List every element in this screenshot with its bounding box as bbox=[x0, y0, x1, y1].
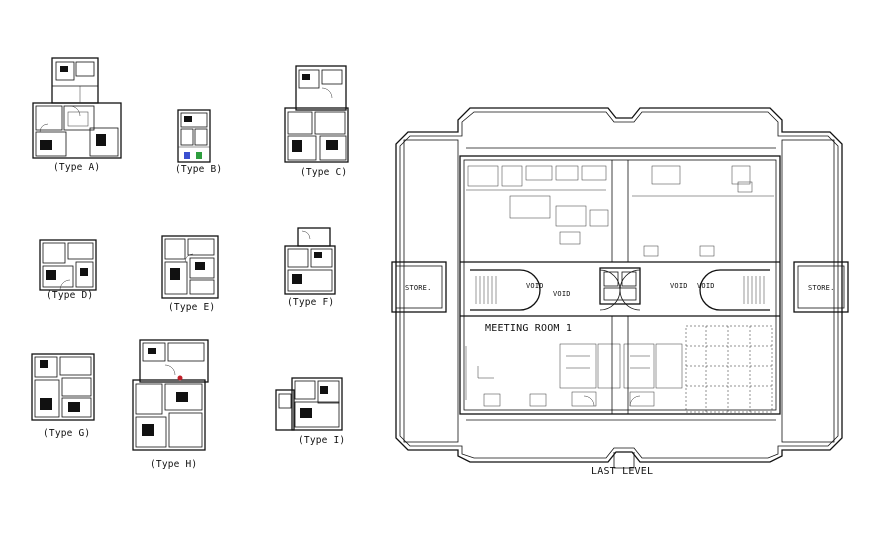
last-level-floor-plan bbox=[391, 107, 849, 469]
unit-plan-type-g bbox=[31, 353, 95, 421]
unit-plan-type-i bbox=[275, 377, 343, 431]
void-label-3: VOID bbox=[670, 282, 688, 290]
meeting-room-label: MEETING ROOM 1 bbox=[485, 323, 573, 334]
unit-plan-type-a bbox=[32, 57, 122, 159]
unit-plan-type-h bbox=[132, 339, 209, 451]
label-type-b: (Type B) bbox=[175, 164, 223, 175]
label-type-g: (Type G) bbox=[43, 428, 91, 439]
label-type-f: (Type F) bbox=[287, 297, 335, 308]
label-type-e: (Type E) bbox=[168, 302, 216, 313]
label-type-h: (Type H) bbox=[150, 459, 198, 470]
void-label-4: VOID bbox=[697, 282, 715, 290]
label-type-i: (Type I) bbox=[298, 435, 346, 446]
unit-plan-type-f bbox=[284, 227, 336, 295]
unit-plan-type-b bbox=[177, 109, 211, 163]
unit-plan-type-c bbox=[284, 65, 349, 163]
store-left-label: STORE. bbox=[405, 284, 432, 292]
void-label-2: VOID bbox=[553, 290, 571, 298]
label-type-a: (Type A) bbox=[53, 162, 101, 173]
label-type-c: (Type C) bbox=[300, 167, 348, 178]
unit-plan-type-e bbox=[161, 235, 219, 299]
store-right-label: STORE. bbox=[808, 284, 835, 292]
label-type-d: (Type D) bbox=[46, 290, 94, 301]
plan-title-last-level: LAST LEVEL bbox=[591, 466, 654, 477]
unit-plan-type-d bbox=[39, 239, 97, 291]
void-label-1: VOID bbox=[526, 282, 544, 290]
